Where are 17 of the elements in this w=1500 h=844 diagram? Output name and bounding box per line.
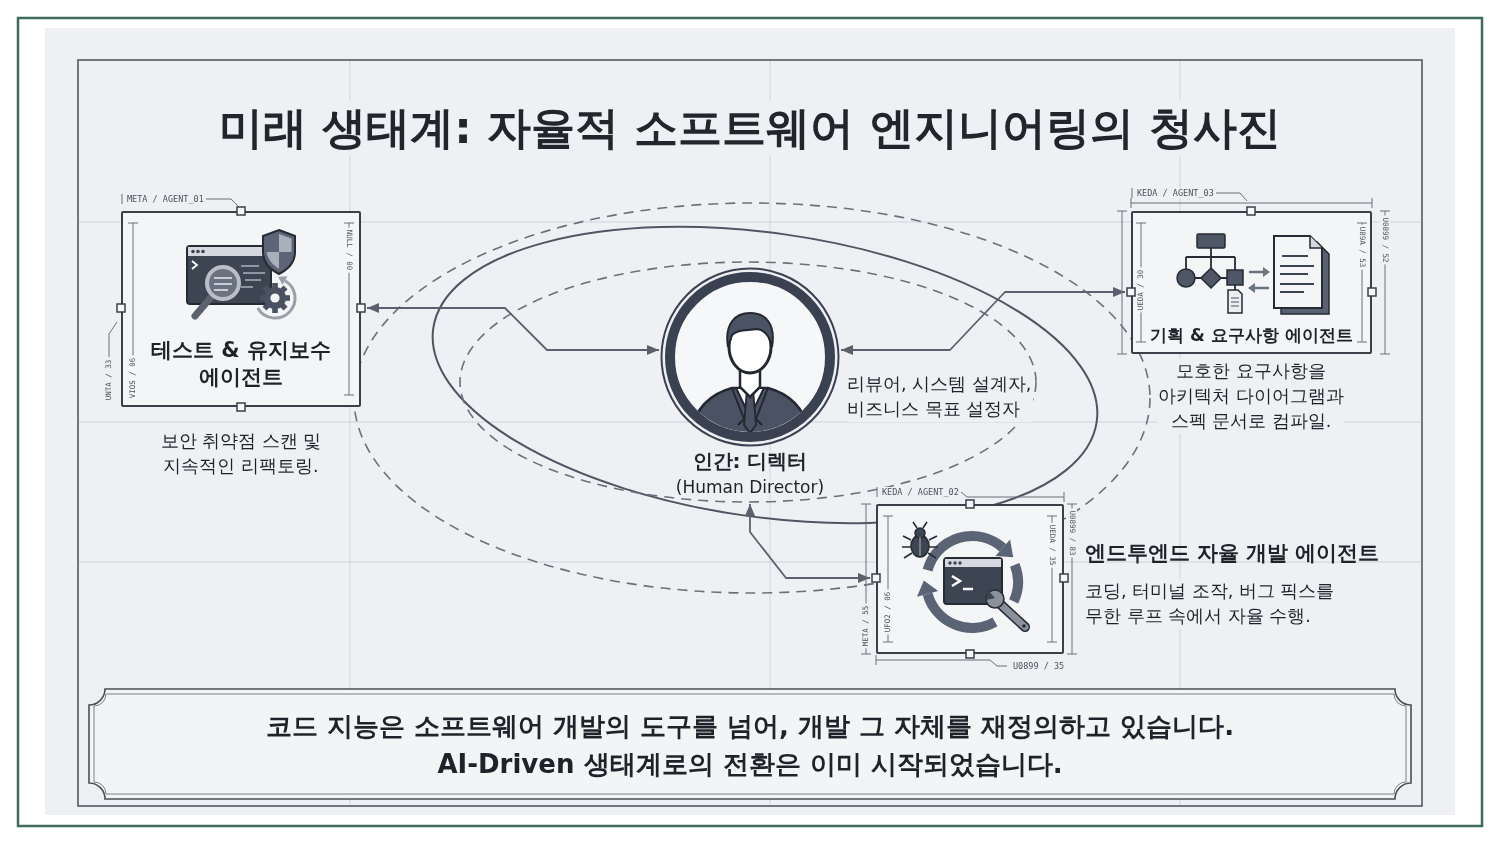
card-title: 테스트 & 유지보수 에이전트 (150, 337, 332, 391)
person-subtitle: (Human Director) (675, 476, 825, 499)
agent-card (1131, 211, 1372, 354)
annotation-tag: KEDA / AGENT_03 (1135, 188, 1216, 198)
description-text: 모호한 요구사항을 아키텍처 다이어그램과 스펙 문서로 컴파일. (1157, 359, 1345, 434)
annotation-tag: KEDA / AGENT_02 (880, 487, 961, 497)
person-title: 인간: 디렉터 (692, 449, 808, 474)
double-headed-arrow (745, 503, 871, 583)
card-title: 엔드투엔드 자율 개발 에이전트 (1085, 540, 1380, 566)
double-headed-arrow (840, 287, 1126, 355)
description-text: 코딩, 터미널 조작, 버그 픽스를 무한 루프 속에서 자율 수행. (1085, 579, 1336, 629)
message-banner (88, 688, 1412, 800)
double-headed-arrow (366, 303, 660, 355)
annotation-tag: U0899 / 35 (1011, 661, 1067, 671)
card-title: 기획 & 요구사항 에이전트 (1150, 324, 1353, 347)
banner-text: 코드 지능은 소프트웨어 개발의 도구를 넘어, 개발 그 자체를 재정의하고 있습니다. AI-Driven 생태계로의 전환은 이미 시작되었습니다. (265, 710, 1235, 781)
agent-card (121, 211, 361, 407)
